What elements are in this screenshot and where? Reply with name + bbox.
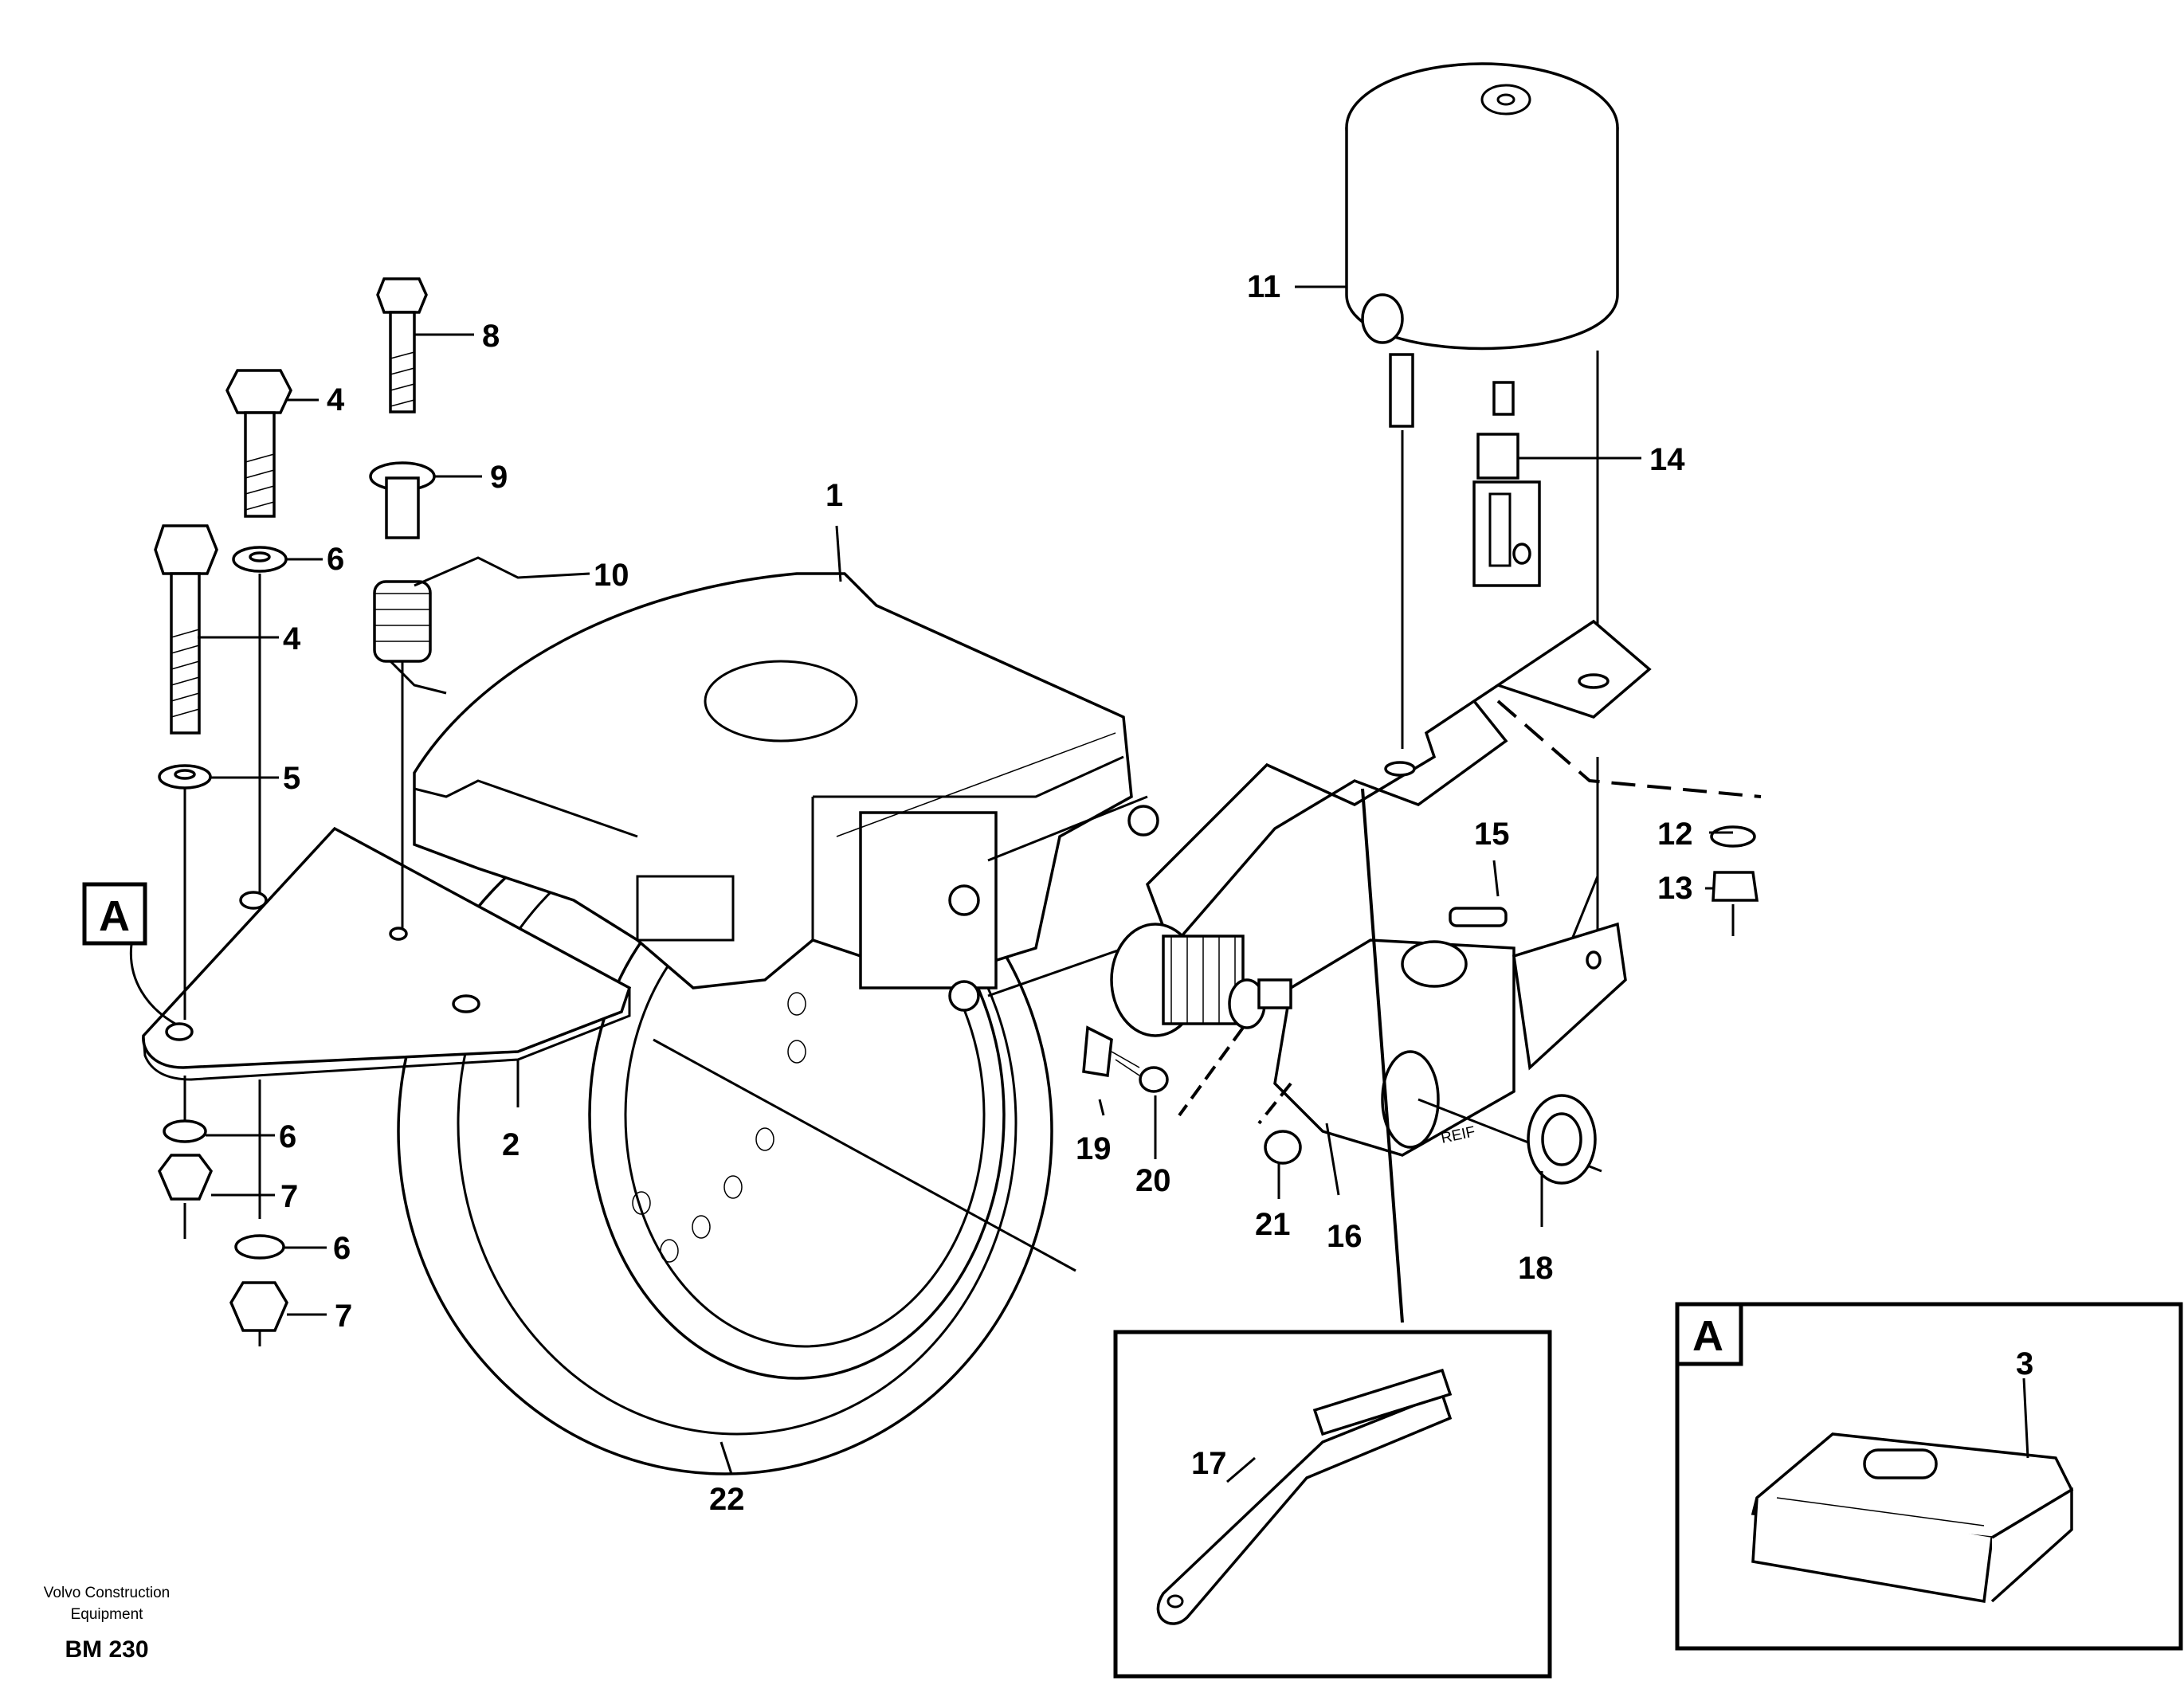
detail-box-a xyxy=(1675,1302,2183,1651)
callout-4-upper: 4 xyxy=(327,382,345,417)
footer: Volvo Construction Equipment BM 230 xyxy=(44,1585,170,1663)
callout-19: 19 xyxy=(1076,1131,1112,1166)
callout-21: 21 xyxy=(1255,1207,1291,1242)
clevis xyxy=(1472,433,1541,587)
callout-2: 2 xyxy=(502,1127,520,1162)
callout-7-upper: 7 xyxy=(280,1179,298,1214)
callout-9: 9 xyxy=(490,460,508,495)
callout-14: 14 xyxy=(1649,442,1685,477)
callout-7-lower: 7 xyxy=(335,1299,352,1334)
callout-20: 20 xyxy=(1135,1163,1171,1198)
leader-lines xyxy=(198,285,2029,1483)
callout-12: 12 xyxy=(1657,817,1693,852)
callout-3: 3 xyxy=(2016,1346,2033,1381)
fastener-stack-spring xyxy=(369,277,590,928)
detail-box-letter: A xyxy=(1692,1312,1723,1360)
footer-company-line2: Equipment xyxy=(71,1606,144,1623)
callout-11: 11 xyxy=(1247,269,1280,304)
spline-shaft xyxy=(653,923,1266,1272)
detail-marker-a xyxy=(82,882,176,1025)
footer-code: BM 230 xyxy=(65,1636,148,1663)
detail-box-17 xyxy=(1113,1330,1552,1679)
fastener-stack-left xyxy=(154,524,218,1239)
bracket-plate xyxy=(142,826,632,1081)
footer-company-line1: Volvo Construction xyxy=(44,1585,170,1601)
callout-8: 8 xyxy=(482,319,500,354)
callout-10: 10 xyxy=(594,558,629,593)
caliper-housing xyxy=(413,572,1159,1012)
slack-adjuster xyxy=(1273,922,1627,1173)
callout-13: 13 xyxy=(1657,871,1693,906)
callout-5: 5 xyxy=(283,761,300,796)
callout-6-upper: 6 xyxy=(327,542,344,577)
callout-18: 18 xyxy=(1518,1251,1554,1286)
callout-17: 17 xyxy=(1191,1446,1227,1481)
callout-1: 1 xyxy=(825,478,843,513)
spring xyxy=(373,580,432,663)
callout-22: 22 xyxy=(709,1482,745,1517)
detail-marker-letter: A xyxy=(99,892,130,940)
callout-4-lower: 4 xyxy=(283,621,301,656)
callout-6-lower: 6 xyxy=(333,1231,351,1266)
small-hardware-right xyxy=(1082,825,1759,1185)
callout-6-middle: 6 xyxy=(279,1119,296,1154)
callout-15: 15 xyxy=(1474,817,1510,852)
callout-labels: 1 2 3 4 4 5 6 6 6 7 7 8 9 10 11 12 13 14… xyxy=(99,269,2033,1517)
brake-actuator xyxy=(1345,62,1619,749)
fastener-stack-mid xyxy=(225,369,292,1346)
callout-16: 16 xyxy=(1327,1219,1363,1254)
